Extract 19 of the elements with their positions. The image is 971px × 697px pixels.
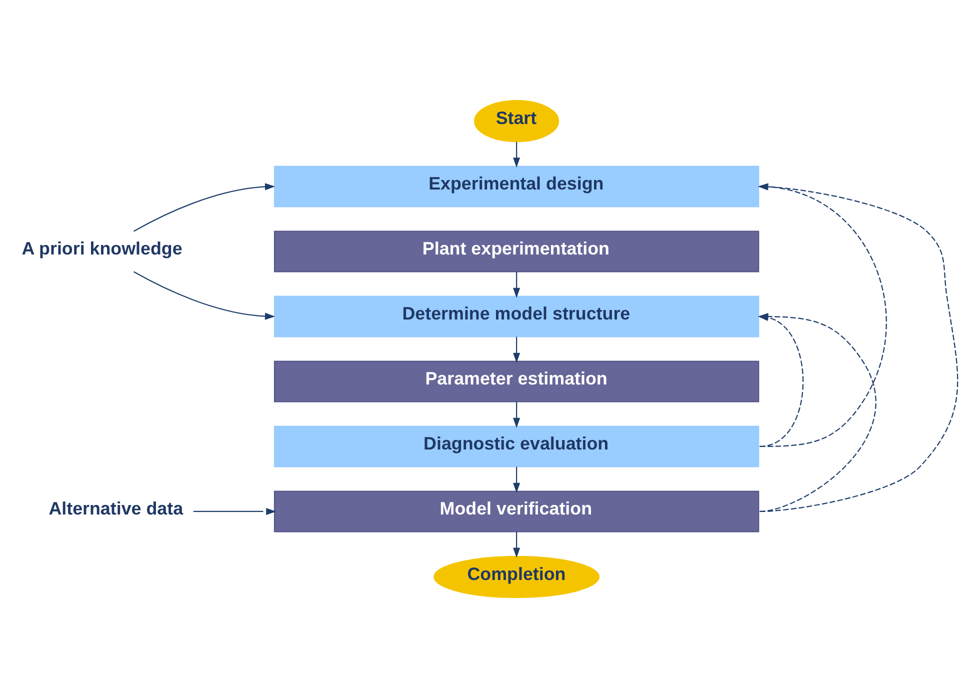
node-ellipse: Completion: [434, 555, 600, 598]
arrow: [513, 141, 520, 168]
node-box: Experimental design: [274, 165, 760, 207]
arrow: [134, 182, 276, 232]
arrow: [134, 270, 276, 320]
arrow: [513, 466, 520, 492]
node-text: Alternative data: [48, 498, 184, 518]
node-box: Diagnostic evaluation: [274, 425, 760, 467]
node-box: Plant experimentation: [274, 230, 760, 272]
node-box: Parameter estimation: [274, 360, 760, 402]
node-box: Model verification: [274, 490, 760, 532]
arrow: [513, 336, 520, 363]
arrow: [513, 401, 520, 428]
arrow: [513, 531, 520, 558]
node-ellipse: Start: [474, 100, 560, 142]
node-text: A priori knowledge: [22, 238, 182, 258]
arrow: [513, 271, 520, 298]
node-box: Determine model structure: [274, 295, 760, 337]
arrow: [193, 507, 276, 515]
